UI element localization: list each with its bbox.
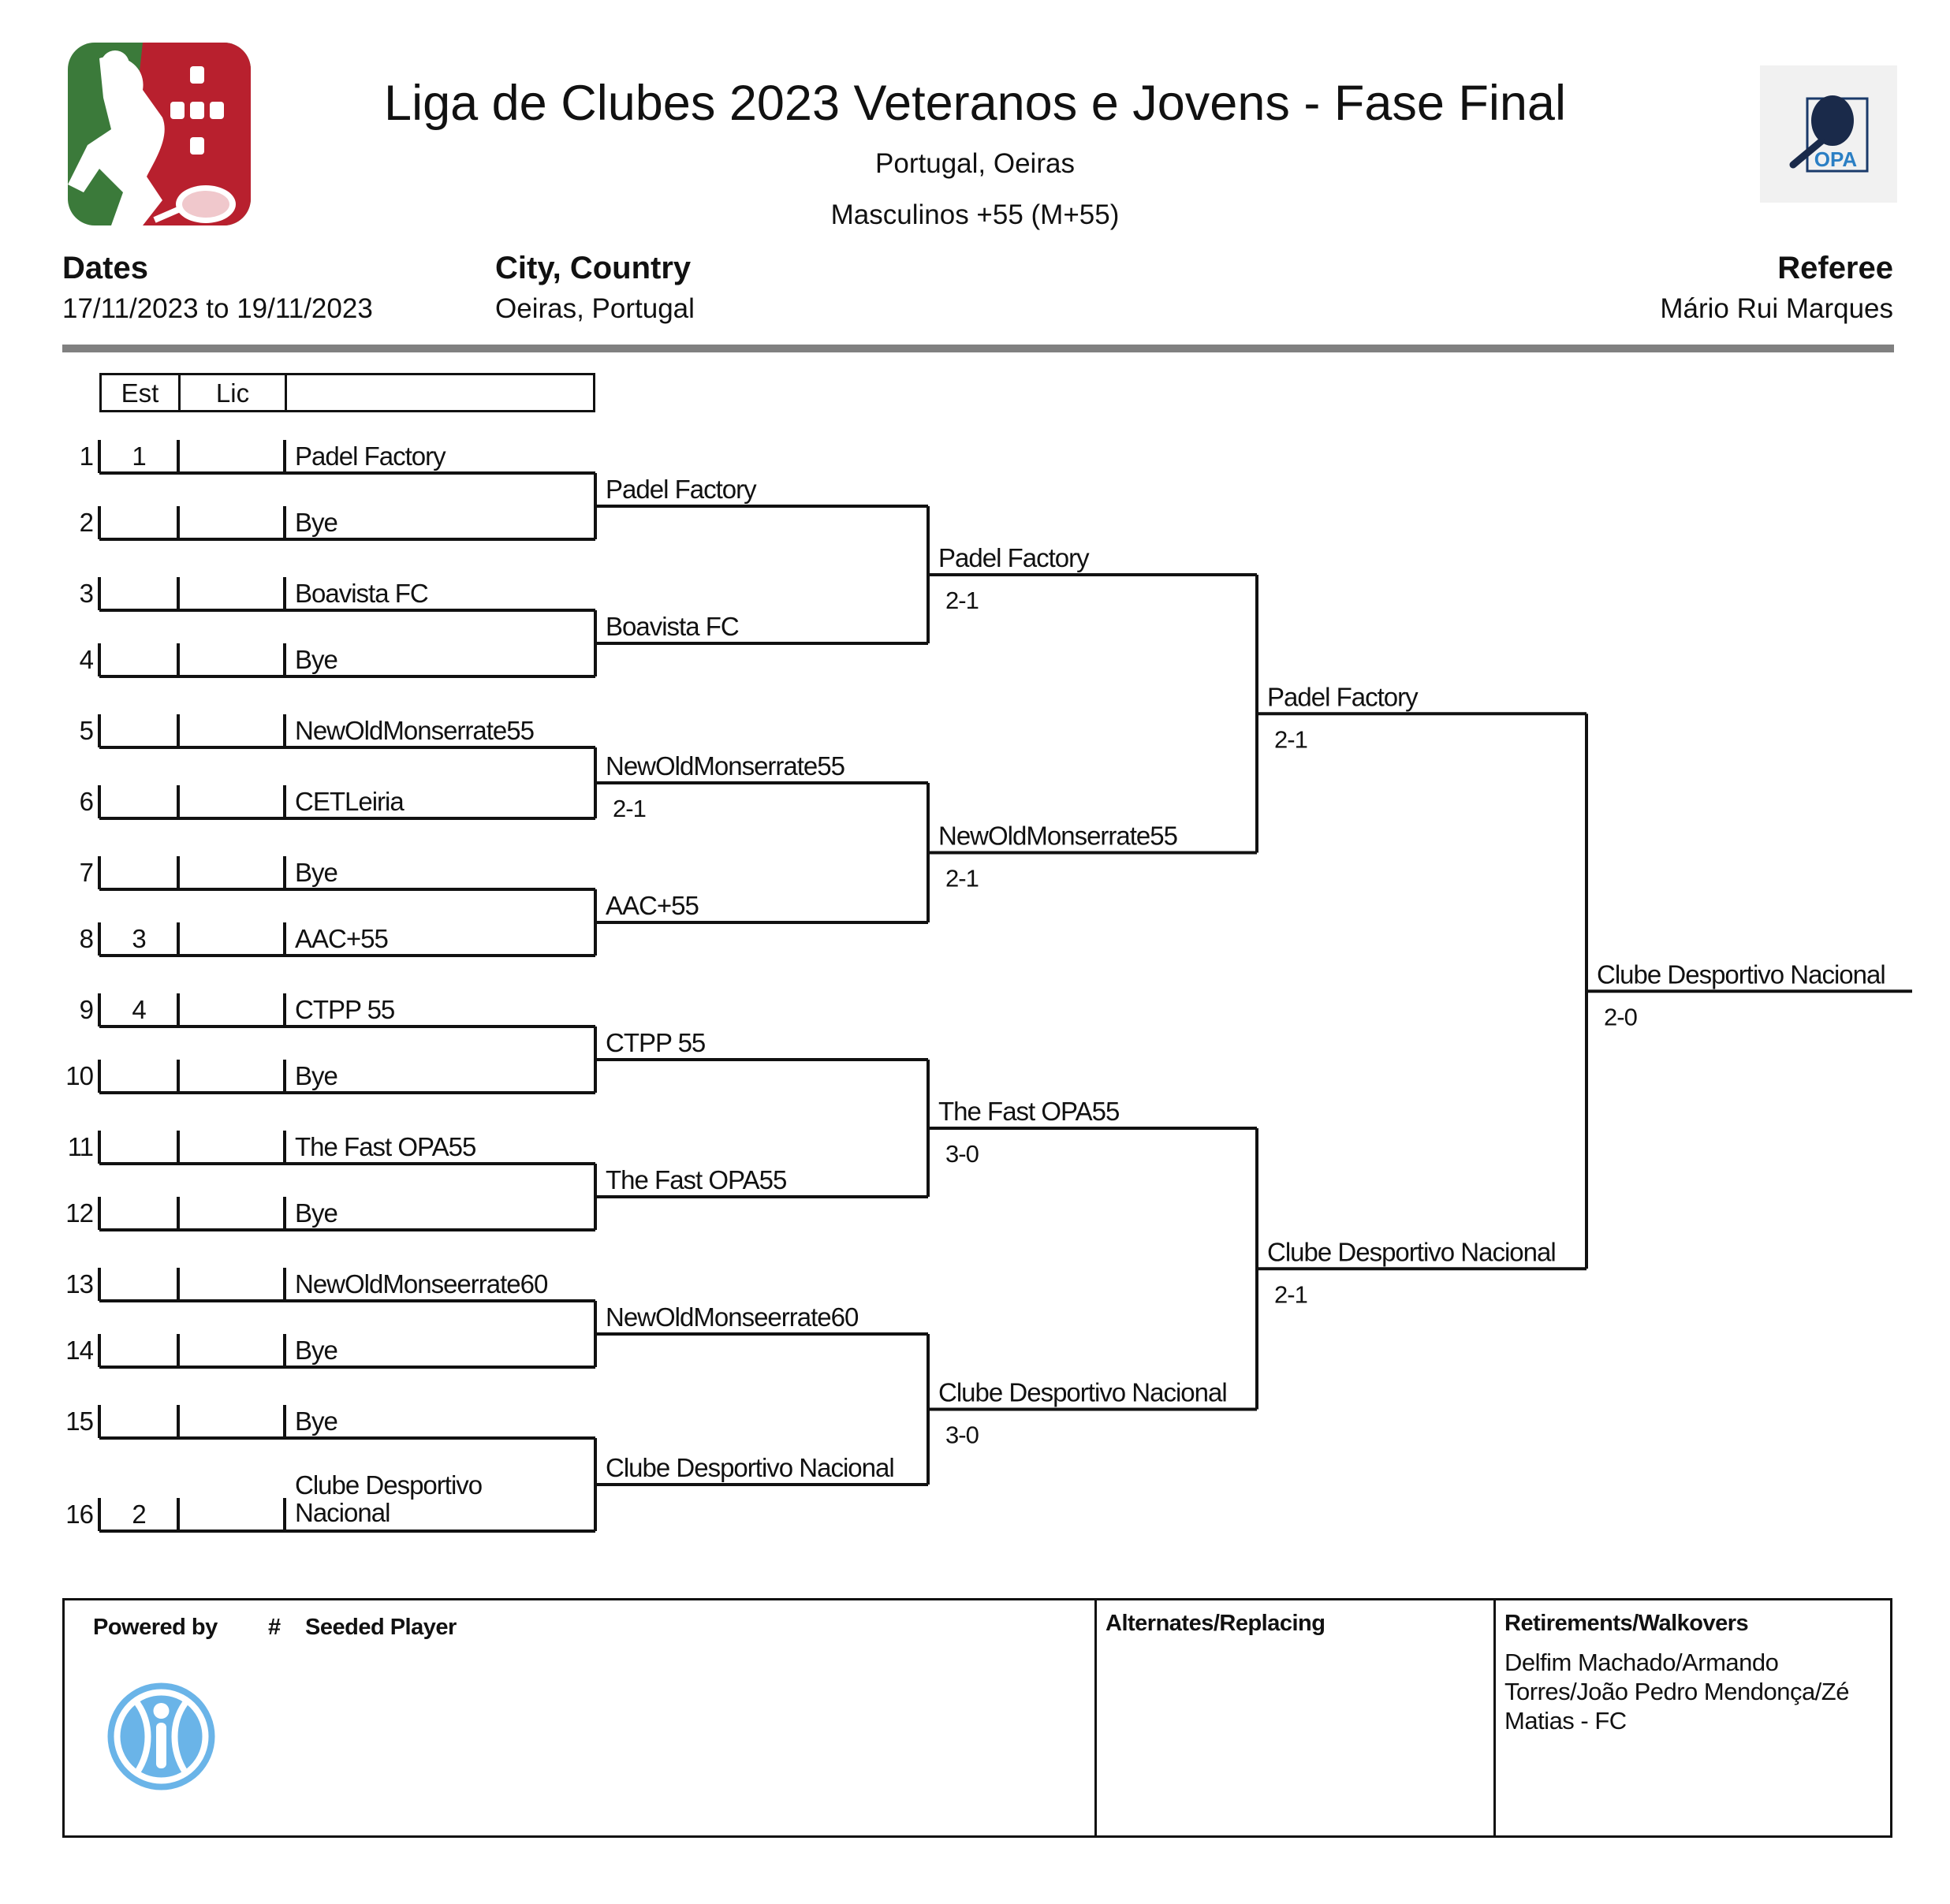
winner-name: Clube Desportivo Nacional	[1267, 1237, 1556, 1266]
entry-name: Nacional	[295, 1498, 390, 1527]
city-country-label: City, Country	[495, 251, 692, 285]
retirements-label: Retirements/Walkovers	[1504, 1611, 1749, 1636]
alternates-label: Alternates/Replacing	[1105, 1611, 1325, 1636]
match-score: 2-1	[1274, 725, 1307, 753]
footer-divider	[1094, 1600, 1097, 1835]
retirements-text: Delfim Machado/Armando Torres/João Pedro…	[1504, 1648, 1883, 1735]
entry-name: Bye	[295, 1061, 337, 1090]
opa-logo: OPA	[1760, 65, 1897, 203]
entry-position: 7	[80, 858, 93, 887]
entry-position: 12	[65, 1198, 93, 1228]
winner-name: The Fast OPA55	[938, 1097, 1119, 1126]
winner-name: AAC+55	[606, 891, 699, 920]
location-subtitle: Portugal, Oeiras	[875, 148, 1075, 179]
entry-position: 14	[65, 1336, 93, 1365]
match-score: 3-0	[945, 1421, 979, 1449]
entry-position: 13	[65, 1269, 93, 1299]
entry-position: 1	[80, 442, 93, 471]
dates-value: 17/11/2023 to 19/11/2023	[62, 293, 373, 324]
col-divider	[178, 375, 181, 410]
match-score: 2-1	[1274, 1280, 1307, 1308]
entry-name: NewOldMonserrate55	[295, 716, 534, 745]
winner-name: The Fast OPA55	[606, 1165, 786, 1194]
winner-name: Padel Factory	[606, 475, 757, 504]
entry-name: Bye	[295, 1336, 337, 1365]
match-score: 2-1	[945, 587, 979, 614]
entry-seed: 1	[132, 442, 145, 471]
entry-name: AAC+55	[295, 924, 388, 953]
entry-position: 3	[80, 579, 93, 608]
entry-name: Bye	[295, 508, 337, 537]
entry-position: 16	[65, 1500, 93, 1529]
entry-seed: 3	[132, 924, 145, 953]
entry-position: 8	[80, 924, 93, 953]
winner-name: NewOldMonserrate55	[938, 822, 1177, 851]
entry-name: Bye	[295, 1198, 337, 1228]
winner-name: CTPP 55	[606, 1028, 705, 1057]
winner-name: Clube Desportivo Nacional	[938, 1378, 1227, 1407]
entry-position: 6	[80, 787, 93, 816]
entry-position: 9	[80, 995, 93, 1024]
entry-name: CTPP 55	[295, 995, 394, 1024]
opa-logo-text: OPA	[1814, 147, 1858, 171]
entry-position: 11	[68, 1132, 93, 1161]
winner-name: Padel Factory	[1267, 682, 1419, 711]
page-title: Liga de Clubes 2023 Veteranos e Jovens -…	[384, 76, 1566, 131]
winner-name: Clube Desportivo Nacional	[1597, 959, 1885, 989]
col-est-header: Est	[121, 378, 159, 408]
footer-box: Powered by # Seeded Player Alternates/Re…	[62, 1598, 1892, 1838]
entry-seed: 2	[132, 1500, 145, 1529]
footer-divider	[1493, 1600, 1496, 1835]
federation-logo	[68, 43, 251, 225]
city-country-value: Oeiras, Portugal	[495, 293, 695, 324]
entry-name: Boavista FC	[295, 579, 428, 608]
draw-column-header: Est Lic	[99, 373, 595, 412]
entry-position: 5	[80, 716, 93, 745]
col-divider	[285, 375, 287, 410]
entry-name: NewOldMonseerrate60	[295, 1269, 548, 1299]
header-divider	[62, 345, 1894, 352]
tournament-software-logo	[104, 1679, 218, 1794]
winner-name: NewOldMonserrate55	[606, 751, 845, 781]
winner-name: Padel Factory	[938, 543, 1090, 572]
retirements-line: Delfim Machado/Armando	[1504, 1649, 1779, 1676]
powered-by-label: Powered by	[93, 1615, 218, 1640]
match-score: 2-1	[945, 865, 979, 892]
entry-position: 4	[80, 645, 94, 674]
entry-name: Bye	[295, 858, 337, 887]
dates-label: Dates	[62, 251, 148, 285]
match-score: 2-1	[613, 795, 646, 822]
winner-name: NewOldMonseerrate60	[606, 1302, 859, 1332]
entry-name: Padel Factory	[295, 442, 446, 471]
match-score: 2-0	[1604, 1003, 1638, 1030]
col-lic-header: Lic	[215, 378, 250, 408]
entry-name: CETLeiria	[295, 787, 405, 816]
referee-label: Referee	[1777, 251, 1893, 285]
retirements-line: Matias - FC	[1504, 1707, 1627, 1734]
match-score: 3-0	[945, 1140, 979, 1168]
retirements-line: Torres/João Pedro Mendonça/Zé	[1504, 1678, 1849, 1705]
seeded-player-label: Seeded Player	[305, 1615, 457, 1640]
seed-hash-label: #	[268, 1615, 281, 1640]
entry-name: Clube Desportivo	[295, 1470, 482, 1500]
entry-name: Bye	[295, 645, 337, 674]
winner-name: Boavista FC	[606, 612, 739, 641]
entry-seed: 4	[132, 995, 146, 1024]
entry-position: 15	[65, 1407, 93, 1436]
winner-name: Clube Desportivo Nacional	[606, 1453, 894, 1482]
entry-position: 2	[80, 508, 93, 537]
entry-name: Bye	[295, 1407, 337, 1436]
entry-name: The Fast OPA55	[295, 1132, 475, 1161]
referee-value: Mário Rui Marques	[1660, 293, 1893, 324]
entry-position: 10	[65, 1061, 93, 1090]
category-subtitle: Masculinos +55 (M+55)	[830, 199, 1120, 230]
